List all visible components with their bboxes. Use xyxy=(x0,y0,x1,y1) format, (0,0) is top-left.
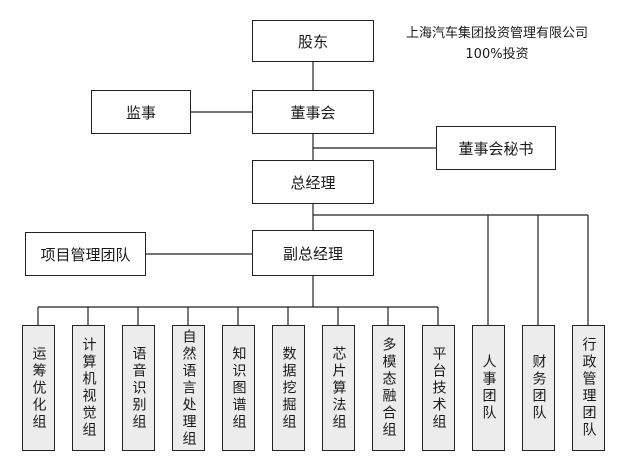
team-admin: 行政管理团队 xyxy=(572,325,605,451)
team-hr: 人事团队 xyxy=(472,325,505,451)
node-project-management-team-label: 项目管理团队 xyxy=(40,245,131,264)
node-shareholder-label: 股东 xyxy=(297,32,328,51)
node-supervisor: 监事 xyxy=(91,90,191,134)
group-computer-vision: 计算机视觉组 xyxy=(72,325,105,451)
node-board-secretary: 董事会秘书 xyxy=(436,126,556,170)
node-deputy-general-manager-label: 副总经理 xyxy=(282,244,343,263)
group-label: 芯片算法组 xyxy=(330,345,347,431)
group-data-mining: 数据挖掘组 xyxy=(272,325,305,451)
group-platform-tech: 平台技术组 xyxy=(422,325,455,451)
group-operations-optimization: 运筹优化组 xyxy=(22,325,55,451)
group-label: 数据挖掘组 xyxy=(280,345,297,431)
team-finance: 财务团队 xyxy=(522,325,555,451)
group-chip-algorithm: 芯片算法组 xyxy=(322,325,355,451)
group-label: 语音识别组 xyxy=(130,345,147,431)
node-project-management-team: 项目管理团队 xyxy=(25,232,146,276)
node-supervisor-label: 监事 xyxy=(125,103,156,122)
investor-note: 上海汽车集团投资管理有限公司 100%投资 xyxy=(388,22,606,62)
investor-name: 上海汽车集团投资管理有限公司 xyxy=(405,26,588,41)
group-speech-recognition: 语音识别组 xyxy=(122,325,155,451)
group-nlp: 自然语言处理组 xyxy=(172,325,205,451)
node-shareholder: 股东 xyxy=(252,20,374,62)
group-label: 人事团队 xyxy=(480,354,497,422)
node-board: 董事会 xyxy=(252,90,374,134)
group-label: 知识图谱组 xyxy=(230,345,247,431)
group-label: 运筹优化组 xyxy=(30,345,47,431)
group-label: 自然语言处理组 xyxy=(180,328,197,448)
group-label: 财务团队 xyxy=(530,354,547,422)
node-board-secretary-label: 董事会秘书 xyxy=(458,139,534,158)
investment-share: 100%投资 xyxy=(465,47,529,62)
node-board-label: 董事会 xyxy=(290,103,336,122)
group-knowledge-graph: 知识图谱组 xyxy=(222,325,255,451)
node-general-manager-label: 总经理 xyxy=(290,173,336,192)
node-general-manager: 总经理 xyxy=(252,160,374,204)
group-label: 多模态融合组 xyxy=(380,337,397,439)
group-label: 计算机视觉组 xyxy=(80,337,97,439)
group-label: 行政管理团队 xyxy=(580,337,597,439)
group-multimodal-fusion: 多模态融合组 xyxy=(372,325,405,451)
group-label: 平台技术组 xyxy=(430,345,447,431)
node-deputy-general-manager: 副总经理 xyxy=(252,230,374,276)
